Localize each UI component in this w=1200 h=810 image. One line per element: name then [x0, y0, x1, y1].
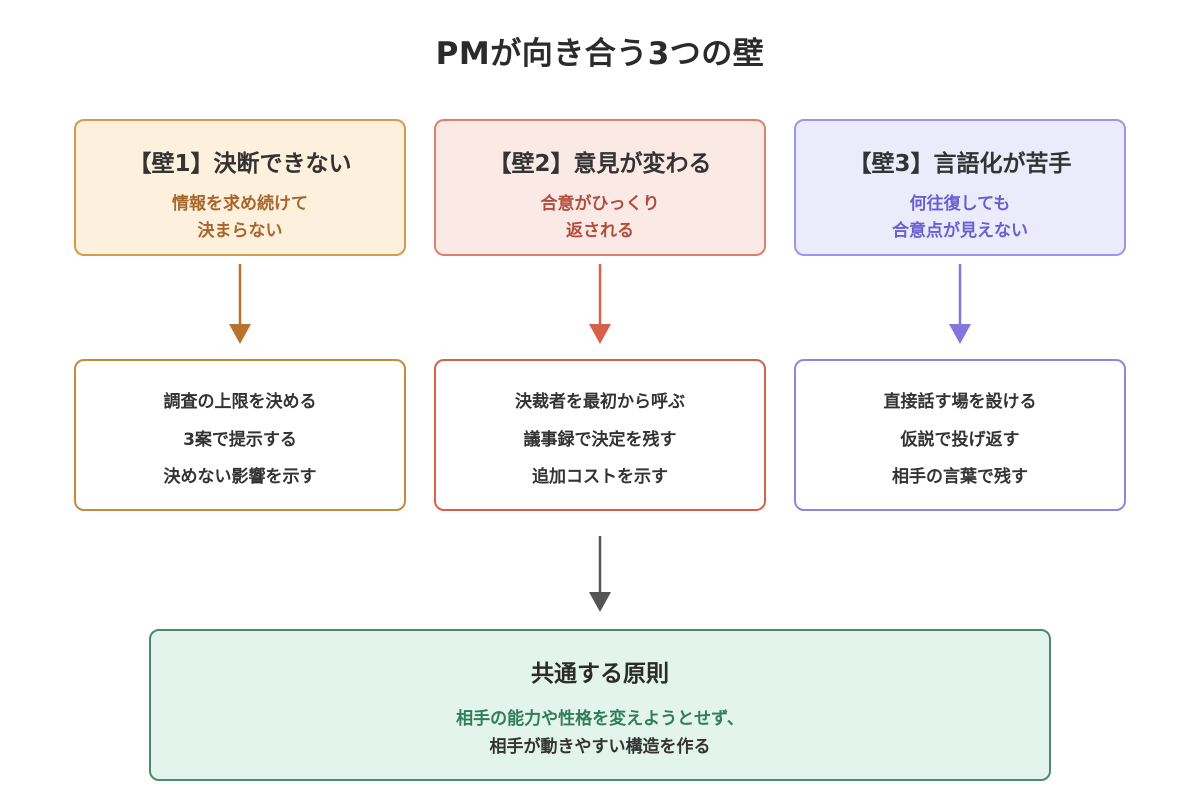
wall-2-description: 合意がひっくり 返される: [436, 191, 764, 245]
wall-2-solution-2: 議事録で決定を残す: [523, 429, 677, 450]
wall-3-heading: 【壁3】言語化が苦手: [848, 151, 1072, 177]
wall-1-solution-2: 3案で提示する: [183, 429, 297, 450]
wall-3-solution-3: 相手の言葉で残す: [892, 467, 1028, 487]
wall-2-box: 【壁2】意見が変わる 合意がひっくり 返される: [434, 119, 766, 256]
wall-2-description-line-1: 合意がひっくり: [540, 194, 660, 214]
wall-1-solution-3: 決めない影響を示す: [163, 467, 317, 487]
wall-2-arrow: [589, 264, 611, 344]
wall-2-solutions-box: 決裁者を最初から呼ぶ 議事録で決定を残す 追加コストを示す: [434, 359, 766, 511]
principle-arrow: [589, 536, 611, 612]
wall-1-description-line-2: 決まらない: [197, 221, 283, 241]
wall-3-solution-2: 仮説で投げ返す: [900, 429, 1020, 450]
wall-2-description-line-2: 返される: [566, 221, 634, 241]
wall-3-description-line-2: 合意点が見えない: [892, 221, 1028, 241]
wall-1-description-line-1: 情報を求め続けて: [172, 194, 308, 214]
wall-3-box: 【壁3】言語化が苦手 何往復しても 合意点が見えない: [794, 119, 1126, 256]
wall-1-arrow: [229, 264, 251, 344]
wall-3-arrow: [949, 264, 971, 344]
wall-2-solution-3: 追加コストを示す: [532, 467, 668, 487]
wall-1-solution-1: 調査の上限を決める: [163, 392, 317, 412]
principle-description: 相手の能力や性格を変えようとせず、 相手が動きやすい構造を作る: [151, 705, 1049, 761]
wall-1-description: 情報を求め続けて 決まらない: [76, 191, 404, 245]
wall-1-box: 【壁1】決断できない 情報を求め続けて 決まらない: [74, 119, 406, 256]
wall-3-description: 何往復しても 合意点が見えない: [796, 191, 1124, 245]
principle-line-1: 相手の能力や性格を変えようとせず、: [456, 709, 744, 729]
wall-2-heading: 【壁2】意見が変わる: [488, 151, 712, 177]
wall-3-solution-1: 直接話す場を設ける: [883, 392, 1037, 412]
wall-1-solutions-box: 調査の上限を決める 3案で提示する 決めない影響を示す: [74, 359, 406, 511]
wall-3-solutions-box: 直接話す場を設ける 仮説で投げ返す 相手の言葉で残す: [794, 359, 1126, 511]
wall-3-description-line-1: 何往復しても: [909, 194, 1011, 214]
principle-box: 共通する原則 相手の能力や性格を変えようとせず、 相手が動きやすい構造を作る: [149, 629, 1051, 781]
wall-1-heading: 【壁1】決断できない: [128, 151, 352, 177]
diagram-title: PMが向き合う3つの壁: [435, 36, 765, 72]
principle-heading: 共通する原則: [531, 661, 669, 687]
principle-line-2: 相手が動きやすい構造を作る: [489, 737, 711, 757]
wall-2-solution-1: 決裁者を最初から呼ぶ: [515, 392, 685, 412]
